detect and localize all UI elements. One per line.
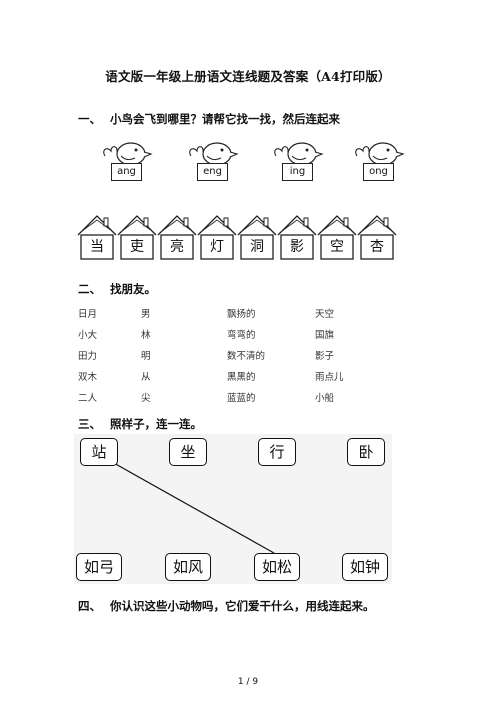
section-4-heading: 四、你认识这些小动物吗，它们爱干什么，用线连起来。 — [78, 598, 375, 614]
match-top-item: 站 — [80, 438, 118, 466]
bird-icon — [355, 142, 405, 166]
house-icon — [157, 215, 197, 260]
matching-area — [74, 434, 392, 584]
bird-card-ong: ong — [349, 138, 409, 188]
match-bottom-item: 如钟 — [342, 553, 388, 581]
friend-item: 飘扬的 — [227, 309, 256, 320]
friend-item: 黑黑的 — [227, 372, 256, 383]
section-3-text: 照样子，连一连。 — [110, 417, 202, 431]
house-card: 亮 — [157, 213, 197, 261]
match-bottom-item: 如弓 — [76, 553, 122, 581]
friend-item: 天空 — [315, 309, 335, 320]
house-icon — [77, 215, 117, 260]
match-top-item: 坐 — [169, 438, 207, 466]
house-character: 吏 — [130, 239, 144, 255]
friend-item: 弯弯的 — [227, 330, 256, 341]
match-bottom-item: 如风 — [165, 553, 211, 581]
house-icon — [317, 215, 357, 260]
pinyin-label: ang — [111, 163, 142, 181]
friend-item: 蓝蓝的 — [227, 393, 256, 404]
house-icon — [117, 215, 157, 260]
house-character: 灯 — [210, 239, 224, 255]
section-1-number: 一、 — [78, 112, 101, 126]
friend-item: 尖 — [141, 393, 151, 404]
house-icon — [357, 215, 397, 260]
house-card: 空 — [317, 213, 357, 261]
bird-icon — [274, 142, 324, 166]
house-character: 洞 — [250, 239, 264, 255]
house-card: 杏 — [357, 213, 397, 261]
section-1-text: 小鸟会飞到哪里？请帮它找一找，然后连起来 — [110, 112, 340, 126]
house-card: 吏 — [117, 213, 157, 261]
house-character: 空 — [330, 239, 344, 255]
document-title: 语文版一年级上册语文连线题及答案（A4打印版） — [105, 69, 391, 84]
page-indicator: 1 / 9 — [237, 677, 259, 687]
friend-item: 男 — [141, 309, 151, 320]
match-top-item: 卧 — [347, 438, 385, 466]
friend-item: 日月 — [78, 309, 98, 320]
house-icon — [237, 215, 277, 260]
match-bottom-item: 如松 — [254, 553, 300, 581]
pinyin-label: eng — [197, 163, 228, 181]
house-card: 当 — [77, 213, 117, 261]
house-card: 洞 — [237, 213, 277, 261]
bird-card-eng: eng — [183, 138, 243, 188]
example-connector-line — [111, 461, 275, 554]
section-4-text: 你认识这些小动物吗，它们爱干什么，用线连起来。 — [110, 599, 375, 613]
house-character: 当 — [90, 239, 104, 255]
section-2-number: 二、 — [78, 282, 101, 296]
section-2-heading: 二、找朋友。 — [78, 281, 156, 297]
friend-item: 小大 — [78, 330, 98, 341]
bird-card-ing: ing — [268, 138, 328, 188]
section-3-number: 三、 — [78, 417, 101, 431]
house-card: 影 — [277, 213, 317, 261]
friend-item: 明 — [141, 351, 151, 362]
friend-item: 雨点儿 — [315, 372, 344, 383]
pinyin-label: ing — [282, 163, 313, 181]
friend-item: 小船 — [315, 393, 335, 404]
friend-item: 林 — [141, 330, 151, 341]
house-icon — [277, 215, 317, 260]
house-character: 杏 — [370, 239, 384, 255]
section-3-heading: 三、照样子，连一连。 — [78, 416, 202, 432]
friend-item: 影子 — [315, 351, 335, 362]
friend-item: 国旗 — [315, 330, 335, 341]
friend-item: 田力 — [78, 351, 98, 362]
friend-item: 双木 — [78, 372, 98, 383]
pinyin-label: ong — [363, 163, 394, 181]
house-card: 灯 — [197, 213, 237, 261]
match-top-item: 行 — [258, 438, 296, 466]
friend-item: 数不清的 — [227, 351, 266, 362]
bird-card-ang: ang — [97, 138, 157, 188]
house-character: 影 — [290, 239, 304, 255]
section-1-heading: 一、小鸟会飞到哪里？请帮它找一找，然后连起来 — [78, 111, 340, 127]
friend-item: 从 — [141, 372, 151, 383]
section-2-text: 找朋友。 — [110, 282, 156, 296]
friend-item: 二人 — [78, 393, 98, 404]
section-4-number: 四、 — [78, 599, 101, 613]
house-character: 亮 — [170, 239, 184, 255]
bird-icon — [103, 142, 153, 166]
house-icon — [197, 215, 237, 260]
